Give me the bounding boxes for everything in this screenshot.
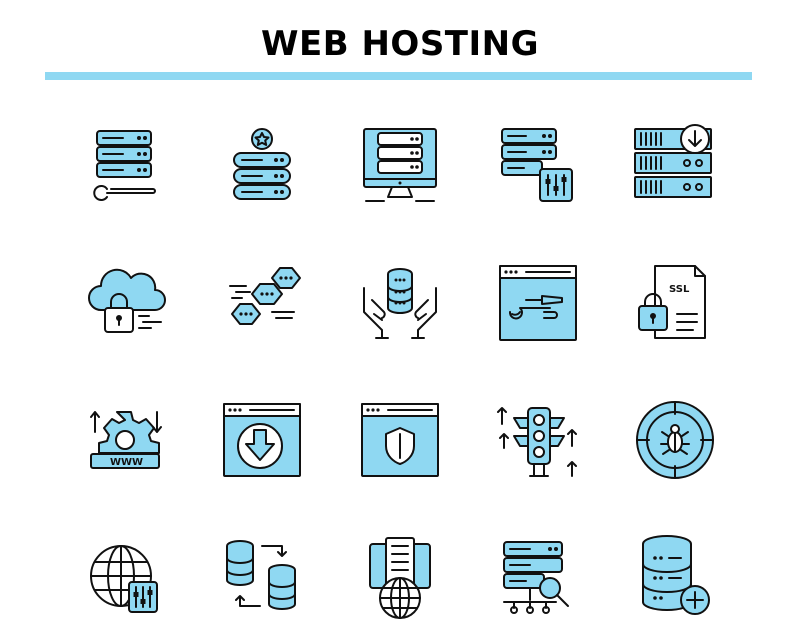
browser-download-icon — [212, 390, 312, 490]
traffic-light-icon — [490, 390, 590, 490]
ssl-label: SSL — [669, 284, 690, 295]
server-download-icon — [625, 115, 725, 215]
globe-server-icon — [350, 530, 450, 630]
page-title: WEB HOSTING — [260, 24, 540, 64]
globe-settings-icon — [77, 530, 177, 630]
gear-www-icon: WWW — [77, 390, 177, 490]
cloud-lock-icon — [77, 252, 177, 352]
database-add-icon — [625, 530, 725, 630]
server-search-icon — [490, 530, 590, 630]
monitor-server-icon — [350, 115, 450, 215]
browser-shield-icon — [350, 390, 450, 490]
server-wrench-icon — [77, 115, 177, 215]
server-settings-icon — [490, 115, 590, 215]
title-underline — [45, 72, 752, 80]
hands-database-icon — [350, 252, 450, 352]
favorite-server-icon — [212, 115, 312, 215]
database-sync-icon — [212, 530, 312, 630]
www-label: WWW — [110, 457, 143, 468]
bug-target-icon — [625, 390, 725, 490]
hexagon-network-icon — [212, 252, 312, 352]
browser-tools-icon — [490, 252, 590, 352]
ssl-certificate-icon: SSL — [625, 252, 725, 352]
